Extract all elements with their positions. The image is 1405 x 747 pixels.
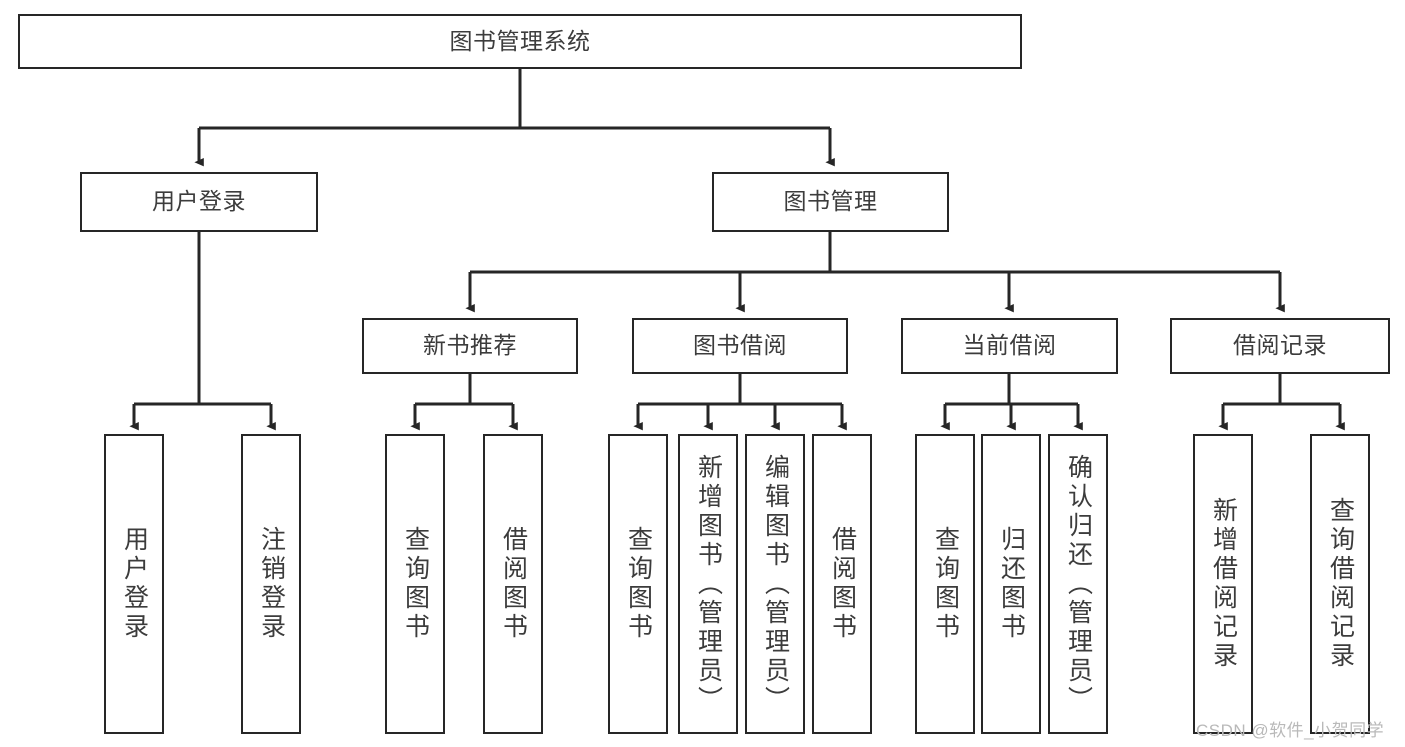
csdn-watermark: CSDN @软件_小贺同学 (1196, 721, 1385, 740)
node-leaf-confirm-return[interactable]: 确认归还（管理员） (1048, 434, 1108, 734)
node-leaf-add-record[interactable]: 新增借阅记录 (1193, 434, 1253, 734)
node-leaf-query-book-rec[interactable]: 查询图书 (385, 434, 445, 734)
node-leaf-logout[interactable]: 注销登录 (241, 434, 301, 734)
node-leaf-query-record[interactable]: 查询借阅记录 (1310, 434, 1370, 734)
node-leaf-add-record-label: 新增借阅记录 (1209, 497, 1238, 671)
node-leaf-logout-label: 注销登录 (257, 526, 286, 642)
node-leaf-query-book-borrow-label: 查询图书 (624, 526, 653, 642)
node-leaf-query-book-borrow[interactable]: 查询图书 (608, 434, 668, 734)
node-leaf-edit-book[interactable]: 编辑图书（管理员） (745, 434, 805, 734)
node-leaf-borrow-book-label: 借阅图书 (828, 526, 857, 642)
node-user-login[interactable]: 用户登录 (80, 172, 318, 232)
node-current-borrow[interactable]: 当前借阅 (901, 318, 1118, 374)
node-leaf-query-record-label: 查询借阅记录 (1326, 497, 1355, 671)
node-leaf-confirm-return-label: 确认归还（管理员） (1064, 453, 1093, 715)
node-user-login-label: 用户登录 (152, 188, 246, 215)
node-leaf-borrow-book-rec[interactable]: 借阅图书 (483, 434, 543, 734)
node-book-manage-label: 图书管理 (783, 188, 878, 215)
node-new-book-rec[interactable]: 新书推荐 (362, 318, 578, 374)
node-leaf-borrow-book[interactable]: 借阅图书 (812, 434, 872, 734)
node-borrow-record[interactable]: 借阅记录 (1170, 318, 1390, 374)
node-leaf-add-book-label: 新增图书（管理员） (694, 453, 723, 715)
node-book-borrow[interactable]: 图书借阅 (632, 318, 848, 374)
node-borrow-record-label: 借阅记录 (1233, 332, 1327, 359)
node-leaf-user-login-label: 用户登录 (120, 526, 149, 642)
node-current-borrow-label: 当前借阅 (962, 332, 1057, 359)
node-new-book-rec-label: 新书推荐 (423, 332, 517, 359)
node-leaf-query-book-cur[interactable]: 查询图书 (915, 434, 975, 734)
node-leaf-user-login[interactable]: 用户登录 (104, 434, 164, 734)
node-root[interactable]: 图书管理系统 (18, 14, 1022, 69)
node-leaf-edit-book-label: 编辑图书（管理员） (761, 453, 790, 715)
node-leaf-return-book-label: 归还图书 (997, 526, 1026, 642)
node-book-borrow-label: 图书借阅 (693, 332, 787, 359)
node-leaf-add-book[interactable]: 新增图书（管理员） (678, 434, 738, 734)
node-leaf-borrow-book-rec-label: 借阅图书 (499, 526, 528, 642)
node-leaf-query-book-rec-label: 查询图书 (401, 526, 430, 642)
node-root-label: 图书管理系统 (449, 27, 591, 54)
node-book-manage[interactable]: 图书管理 (712, 172, 949, 232)
node-leaf-query-book-cur-label: 查询图书 (931, 526, 960, 642)
node-leaf-return-book[interactable]: 归还图书 (981, 434, 1041, 734)
